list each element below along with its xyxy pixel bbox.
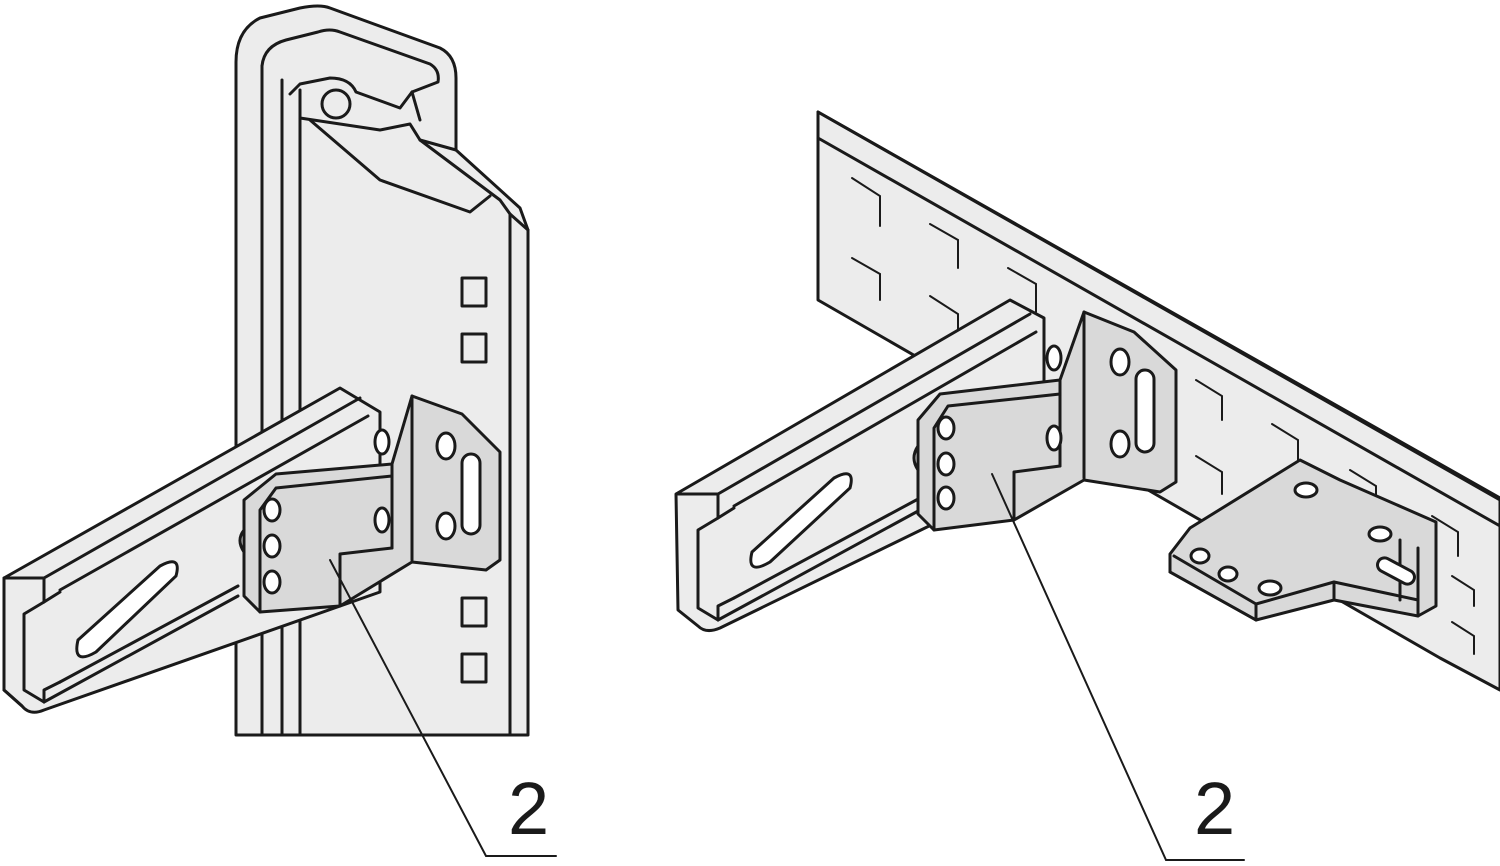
callout-label-left: 2 <box>508 767 549 850</box>
leader-line-left <box>329 559 557 857</box>
c-channel-rail-right <box>674 298 1046 633</box>
l-bracket-right-lower <box>1168 458 1438 622</box>
right-view: 2 <box>674 110 1500 861</box>
left-view: 2 <box>2 4 557 857</box>
c-channel-rail <box>2 386 382 714</box>
l-bracket-right-upper <box>912 310 1178 532</box>
leader-line-right <box>991 473 1245 861</box>
l-bracket-left <box>238 394 502 614</box>
callout-label-right: 2 <box>1194 767 1235 850</box>
